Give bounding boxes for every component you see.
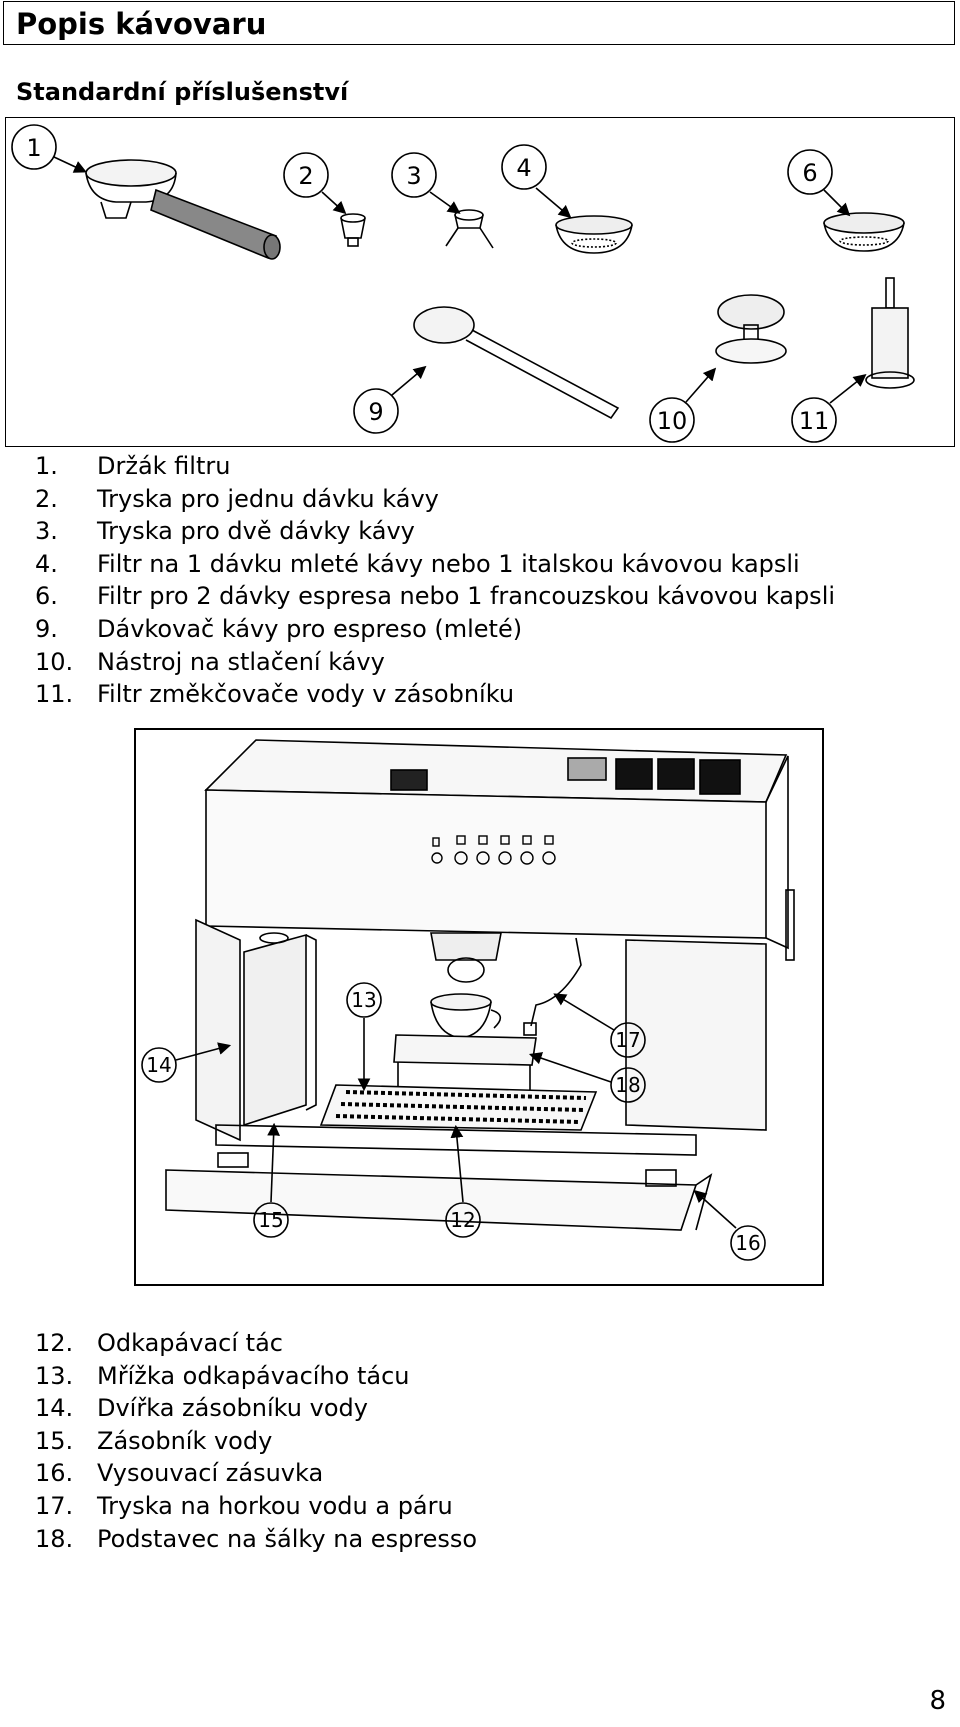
item-number: 10. (35, 647, 74, 676)
control-buttons (431, 835, 556, 865)
filter-basket-single-drawing (555, 215, 633, 254)
single-nozzle-drawing (340, 213, 366, 247)
item-text: Filtr změkčovače vody v zásobníku (97, 680, 515, 709)
item-number: 15. (35, 1426, 74, 1455)
callout-label: 16 (735, 1231, 760, 1255)
callout-label: 2 (298, 162, 313, 190)
callout-label: 15 (258, 1208, 283, 1232)
item-text: Odkapávací tác (97, 1329, 283, 1357)
item-number: 6. (35, 582, 58, 611)
item-number: 16. (35, 1459, 74, 1488)
callout-label: 18 (615, 1073, 640, 1097)
callout-label: 3 (406, 162, 421, 190)
item-text: Mřížka odkapávacího tácu (97, 1361, 410, 1390)
item-text: Filtr pro 2 dávky espresa nebo 1 francou… (97, 582, 836, 611)
callout-label: 11 (799, 407, 830, 435)
item-text: Nástroj na stlačení kávy (97, 647, 385, 676)
callout-label: 13 (351, 988, 376, 1012)
accessories-figure: 1 2 3 4 6 9 10 11 (5, 117, 955, 447)
item-text: Tryska na horkou vodu a páru (97, 1491, 453, 1520)
callout-label: 12 (450, 1208, 475, 1232)
callout-label: 17 (615, 1028, 640, 1052)
item-text: Filtr na 1 dávku mleté kávy nebo 1 itals… (97, 549, 800, 578)
callout-label: 10 (657, 407, 688, 435)
accessories-illustration: 1 2 3 4 6 9 10 11 (11, 124, 915, 443)
callout-label: 4 (516, 154, 531, 182)
machine-figure: 12 13 14 15 16 17 18 (134, 728, 824, 1286)
machine-illustration: 12 13 14 15 16 17 18 (141, 739, 795, 1261)
tamper-drawing (715, 294, 787, 364)
page-title: Popis kávovaru (16, 7, 267, 41)
item-text: Podstavec na šálky na espresso (97, 1524, 478, 1553)
item-number: 12. (35, 1329, 74, 1357)
item-number: 13. (35, 1361, 74, 1390)
callout-label: 14 (146, 1053, 171, 1077)
item-text: Dávkovač kávy pro espreso (mleté) (97, 614, 523, 643)
item-text: Držák filtru (97, 452, 231, 480)
item-text: Dvířka zásobníku vody (97, 1394, 368, 1423)
item-number: 3. (35, 517, 58, 546)
item-number: 4. (35, 549, 58, 578)
filter-holder-drawing (85, 159, 281, 260)
item-number: 11. (35, 680, 74, 709)
item-text: Tryska pro dvě dávky kávy (97, 517, 415, 546)
filter-basket-double-drawing (823, 212, 905, 252)
page-number: 8 (929, 1686, 946, 1716)
item-number: 2. (35, 484, 58, 513)
callout-label: 6 (802, 159, 817, 187)
item-number: 1. (35, 452, 58, 480)
double-nozzle-drawing (445, 209, 494, 249)
item-number: 18. (35, 1524, 74, 1553)
item-number: 17. (35, 1491, 74, 1520)
item-text: Zásobník vody (97, 1426, 273, 1455)
callout-label: 1 (26, 134, 41, 162)
page-title-box: Popis kávovaru (3, 1, 955, 45)
item-number: 9. (35, 614, 58, 643)
dosing-spoon-drawing (413, 306, 620, 420)
callout-label: 9 (368, 398, 383, 426)
item-text: Vysouvací zásuvka (97, 1459, 324, 1488)
item-text: Tryska pro jednu dávku kávy (97, 484, 439, 513)
water-filter-drawing (865, 277, 915, 389)
section-heading: Standardní příslušenství (16, 78, 349, 106)
item-number: 14. (35, 1394, 74, 1423)
